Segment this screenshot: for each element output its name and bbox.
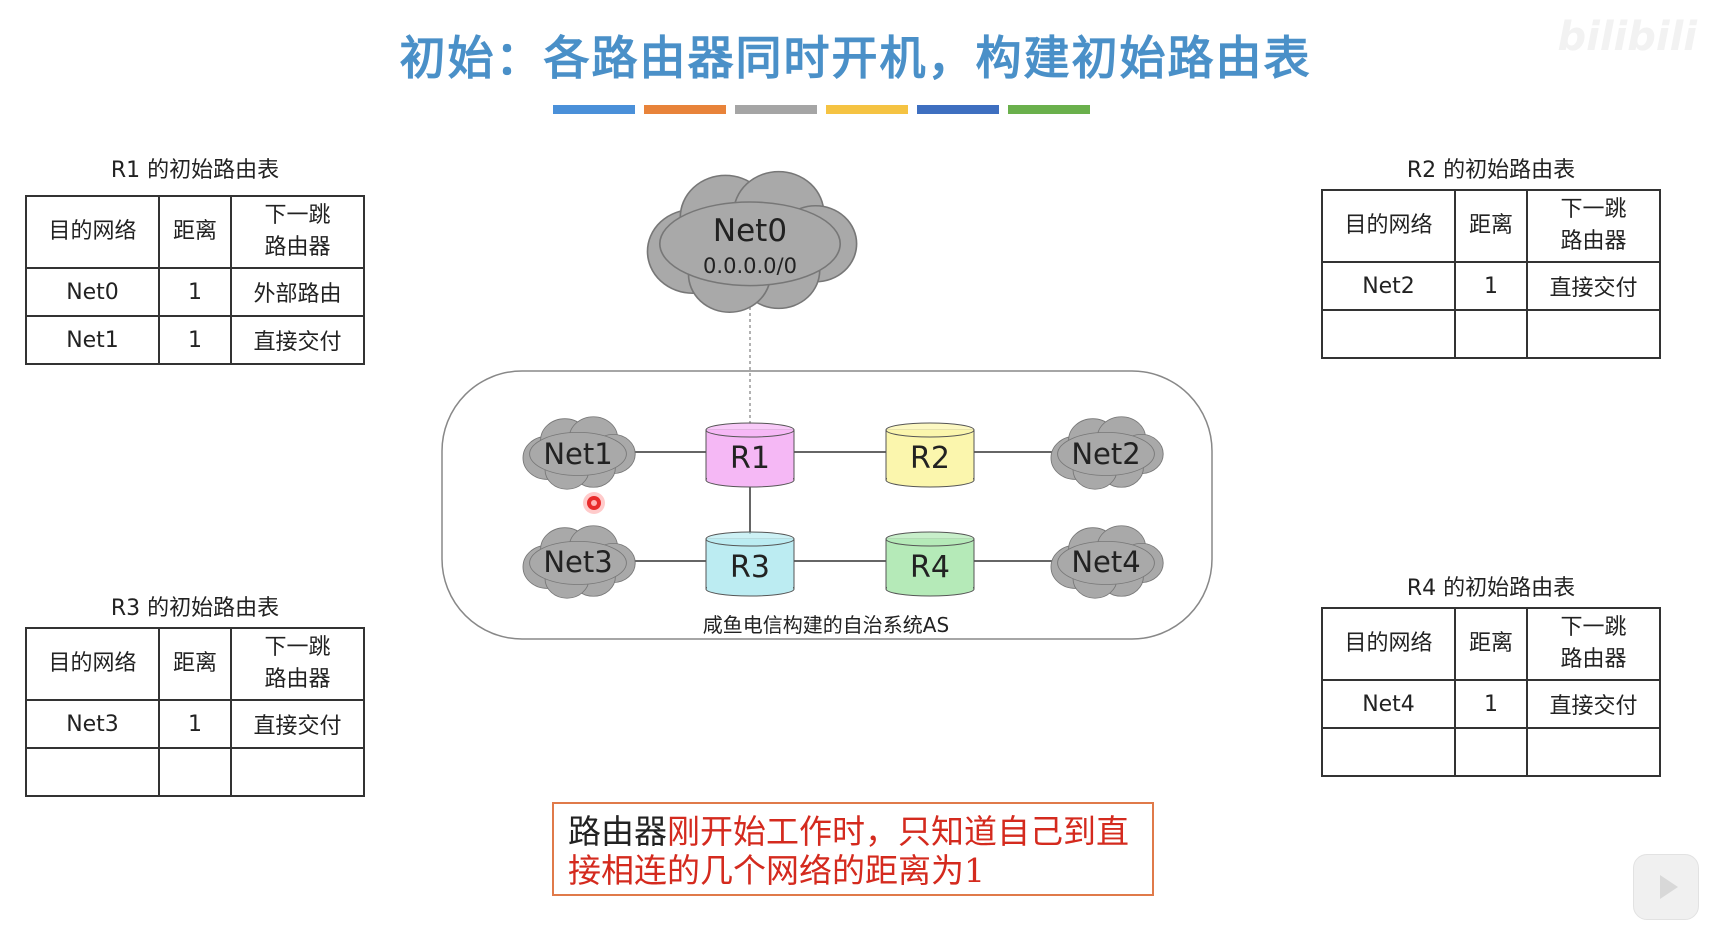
col-dist-header: 距离 xyxy=(158,627,232,701)
net3-cloud: Net3 xyxy=(522,525,636,599)
cell xyxy=(1526,727,1661,777)
slide-title: 初始：各路由器同时开机，构建初始路由表 xyxy=(399,31,1312,85)
cell: Net1 xyxy=(25,315,160,365)
cell xyxy=(1526,309,1661,359)
r4-table-caption: R4 的初始路由表 xyxy=(1406,576,1576,601)
cell: 1 xyxy=(1454,261,1528,311)
r1-table-caption: R1 的初始路由表 xyxy=(110,158,280,183)
cell: 直接交付 xyxy=(230,699,365,749)
note-text-number: 1 xyxy=(964,851,985,890)
as-label: 咸鱼电信构建的自治系统AS xyxy=(703,613,949,637)
play-icon[interactable] xyxy=(1633,854,1699,920)
cell: 直接交付 xyxy=(230,315,365,365)
net4-cloud: Net4 xyxy=(1050,525,1164,599)
col-next-header: 下一跳路由器 xyxy=(1526,189,1661,263)
table-row: Net0 1 外部路由 xyxy=(25,267,365,317)
table-row: Net2 1 直接交付 xyxy=(1321,261,1661,311)
as-boundary xyxy=(441,370,1213,640)
table-row: Net1 1 直接交付 xyxy=(25,315,365,365)
table-row xyxy=(1321,309,1661,359)
col-dest-header: 目的网络 xyxy=(1321,189,1456,263)
accent-bar xyxy=(553,105,635,114)
table-row: Net3 1 直接交付 xyxy=(25,699,365,749)
accent-bar xyxy=(826,105,908,114)
col-dist-header: 距离 xyxy=(1454,607,1528,681)
r2-table-caption: R2 的初始路由表 xyxy=(1406,158,1576,183)
cell: 外部路由 xyxy=(230,267,365,317)
pointer-cursor-icon xyxy=(583,492,605,514)
net1-cloud: Net1 xyxy=(522,416,636,490)
cell xyxy=(25,747,160,797)
note-text-red: 刚开始工作时，只知道自己到直接相连的几个网络的距离为 xyxy=(568,812,1129,890)
table-row xyxy=(1321,727,1661,777)
r3-label: R3 xyxy=(730,550,770,585)
col-next-header: 下一跳路由器 xyxy=(230,627,365,701)
note-text-black: 路由器 xyxy=(568,812,667,851)
cell xyxy=(230,747,365,797)
col-dist-header: 距离 xyxy=(1454,189,1528,263)
cell xyxy=(1454,727,1528,777)
cell: Net2 xyxy=(1321,261,1456,311)
cell: Net4 xyxy=(1321,679,1456,729)
r3-routing-table: 目的网络 距离 下一跳路由器 Net3 1 直接交付 xyxy=(25,627,365,797)
table-row xyxy=(25,747,365,797)
cell: 直接交付 xyxy=(1526,261,1661,311)
table-row: Net4 1 直接交付 xyxy=(1321,679,1661,729)
accent-bar xyxy=(1008,105,1090,114)
bilibili-watermark: bilibili xyxy=(1557,14,1697,60)
net0-address: 0.0.0.0/0 xyxy=(703,254,797,278)
r3-table-caption: R3 的初始路由表 xyxy=(110,596,280,621)
net0-label: Net0 xyxy=(713,213,787,249)
col-dest-header: 目的网络 xyxy=(25,627,160,701)
cell xyxy=(1454,309,1528,359)
router-r4: R4 xyxy=(885,531,975,597)
r1-label: R1 xyxy=(730,441,770,476)
col-dest-header: 目的网络 xyxy=(1321,607,1456,681)
accent-bar xyxy=(735,105,817,114)
cell: 1 xyxy=(158,315,232,365)
r2-label: R2 xyxy=(910,441,950,476)
cell xyxy=(1321,727,1456,777)
cell: 1 xyxy=(158,267,232,317)
router-r3: R3 xyxy=(705,531,795,597)
col-next-header: 下一跳路由器 xyxy=(1526,607,1661,681)
explanation-note: 路由器刚开始工作时，只知道自己到直接相连的几个网络的距离为1 xyxy=(552,802,1154,896)
router-r1: R1 xyxy=(705,422,795,488)
cell: 1 xyxy=(1454,679,1528,729)
net0-cloud: Net0 0.0.0.0/0 xyxy=(646,170,858,314)
accent-bar xyxy=(917,105,999,114)
net4-label: Net4 xyxy=(1071,545,1140,579)
router-r2: R2 xyxy=(885,422,975,488)
col-dist-header: 距离 xyxy=(158,195,232,269)
r4-routing-table: 目的网络 距离 下一跳路由器 Net4 1 直接交付 xyxy=(1321,607,1661,777)
net1-label: Net1 xyxy=(543,437,612,471)
net2-cloud: Net2 xyxy=(1050,416,1164,490)
cell: 1 xyxy=(158,699,232,749)
cell: 直接交付 xyxy=(1526,679,1661,729)
cell: Net3 xyxy=(25,699,160,749)
accent-bar xyxy=(644,105,726,114)
cell xyxy=(158,747,232,797)
col-dest-header: 目的网络 xyxy=(25,195,160,269)
r2-routing-table: 目的网络 距离 下一跳路由器 Net2 1 直接交付 xyxy=(1321,189,1661,359)
r1-routing-table: 目的网络 距离 下一跳路由器 Net0 1 外部路由 Net1 1 直接交付 xyxy=(25,195,365,365)
r4-label: R4 xyxy=(910,550,950,585)
cell: Net0 xyxy=(25,267,160,317)
cell xyxy=(1321,309,1456,359)
col-next-header: 下一跳路由器 xyxy=(230,195,365,269)
net3-label: Net3 xyxy=(543,545,612,579)
net2-label: Net2 xyxy=(1071,437,1140,471)
